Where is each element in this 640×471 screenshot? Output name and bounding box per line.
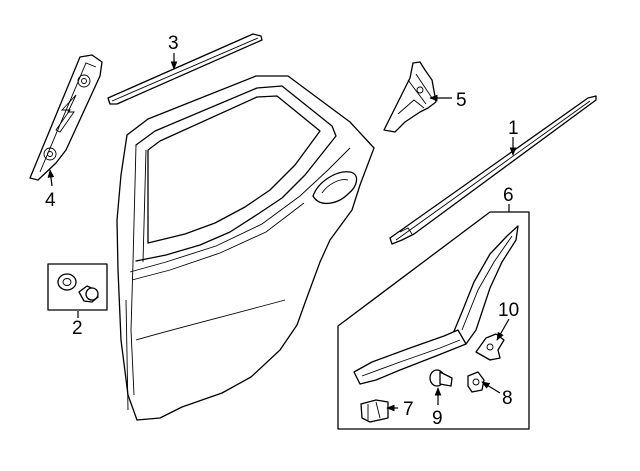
callout-5: 5 <box>456 90 467 111</box>
part-5-corner-trim <box>383 61 437 133</box>
callout-3: 3 <box>168 33 179 54</box>
callout-4: 4 <box>45 190 56 211</box>
callout-8: 8 <box>502 388 513 409</box>
part-6-group-box <box>337 211 530 430</box>
part-1-belt-moulding <box>389 95 597 245</box>
part-4-pillar-applique <box>29 54 103 181</box>
callout-6: 6 <box>503 185 514 206</box>
callout-10: 10 <box>498 300 519 321</box>
part-2-fastener-kit <box>47 263 108 311</box>
part-3-frame-moulding <box>107 33 263 105</box>
rear-door-shell <box>116 75 375 421</box>
callout-1: 1 <box>508 118 519 139</box>
leader-lines <box>47 53 517 412</box>
callout-7: 7 <box>403 399 414 420</box>
callout-9: 9 <box>432 408 443 429</box>
callout-2: 2 <box>72 318 83 339</box>
callout-labels: 1 2 3 4 5 6 7 8 9 10 <box>45 33 519 429</box>
